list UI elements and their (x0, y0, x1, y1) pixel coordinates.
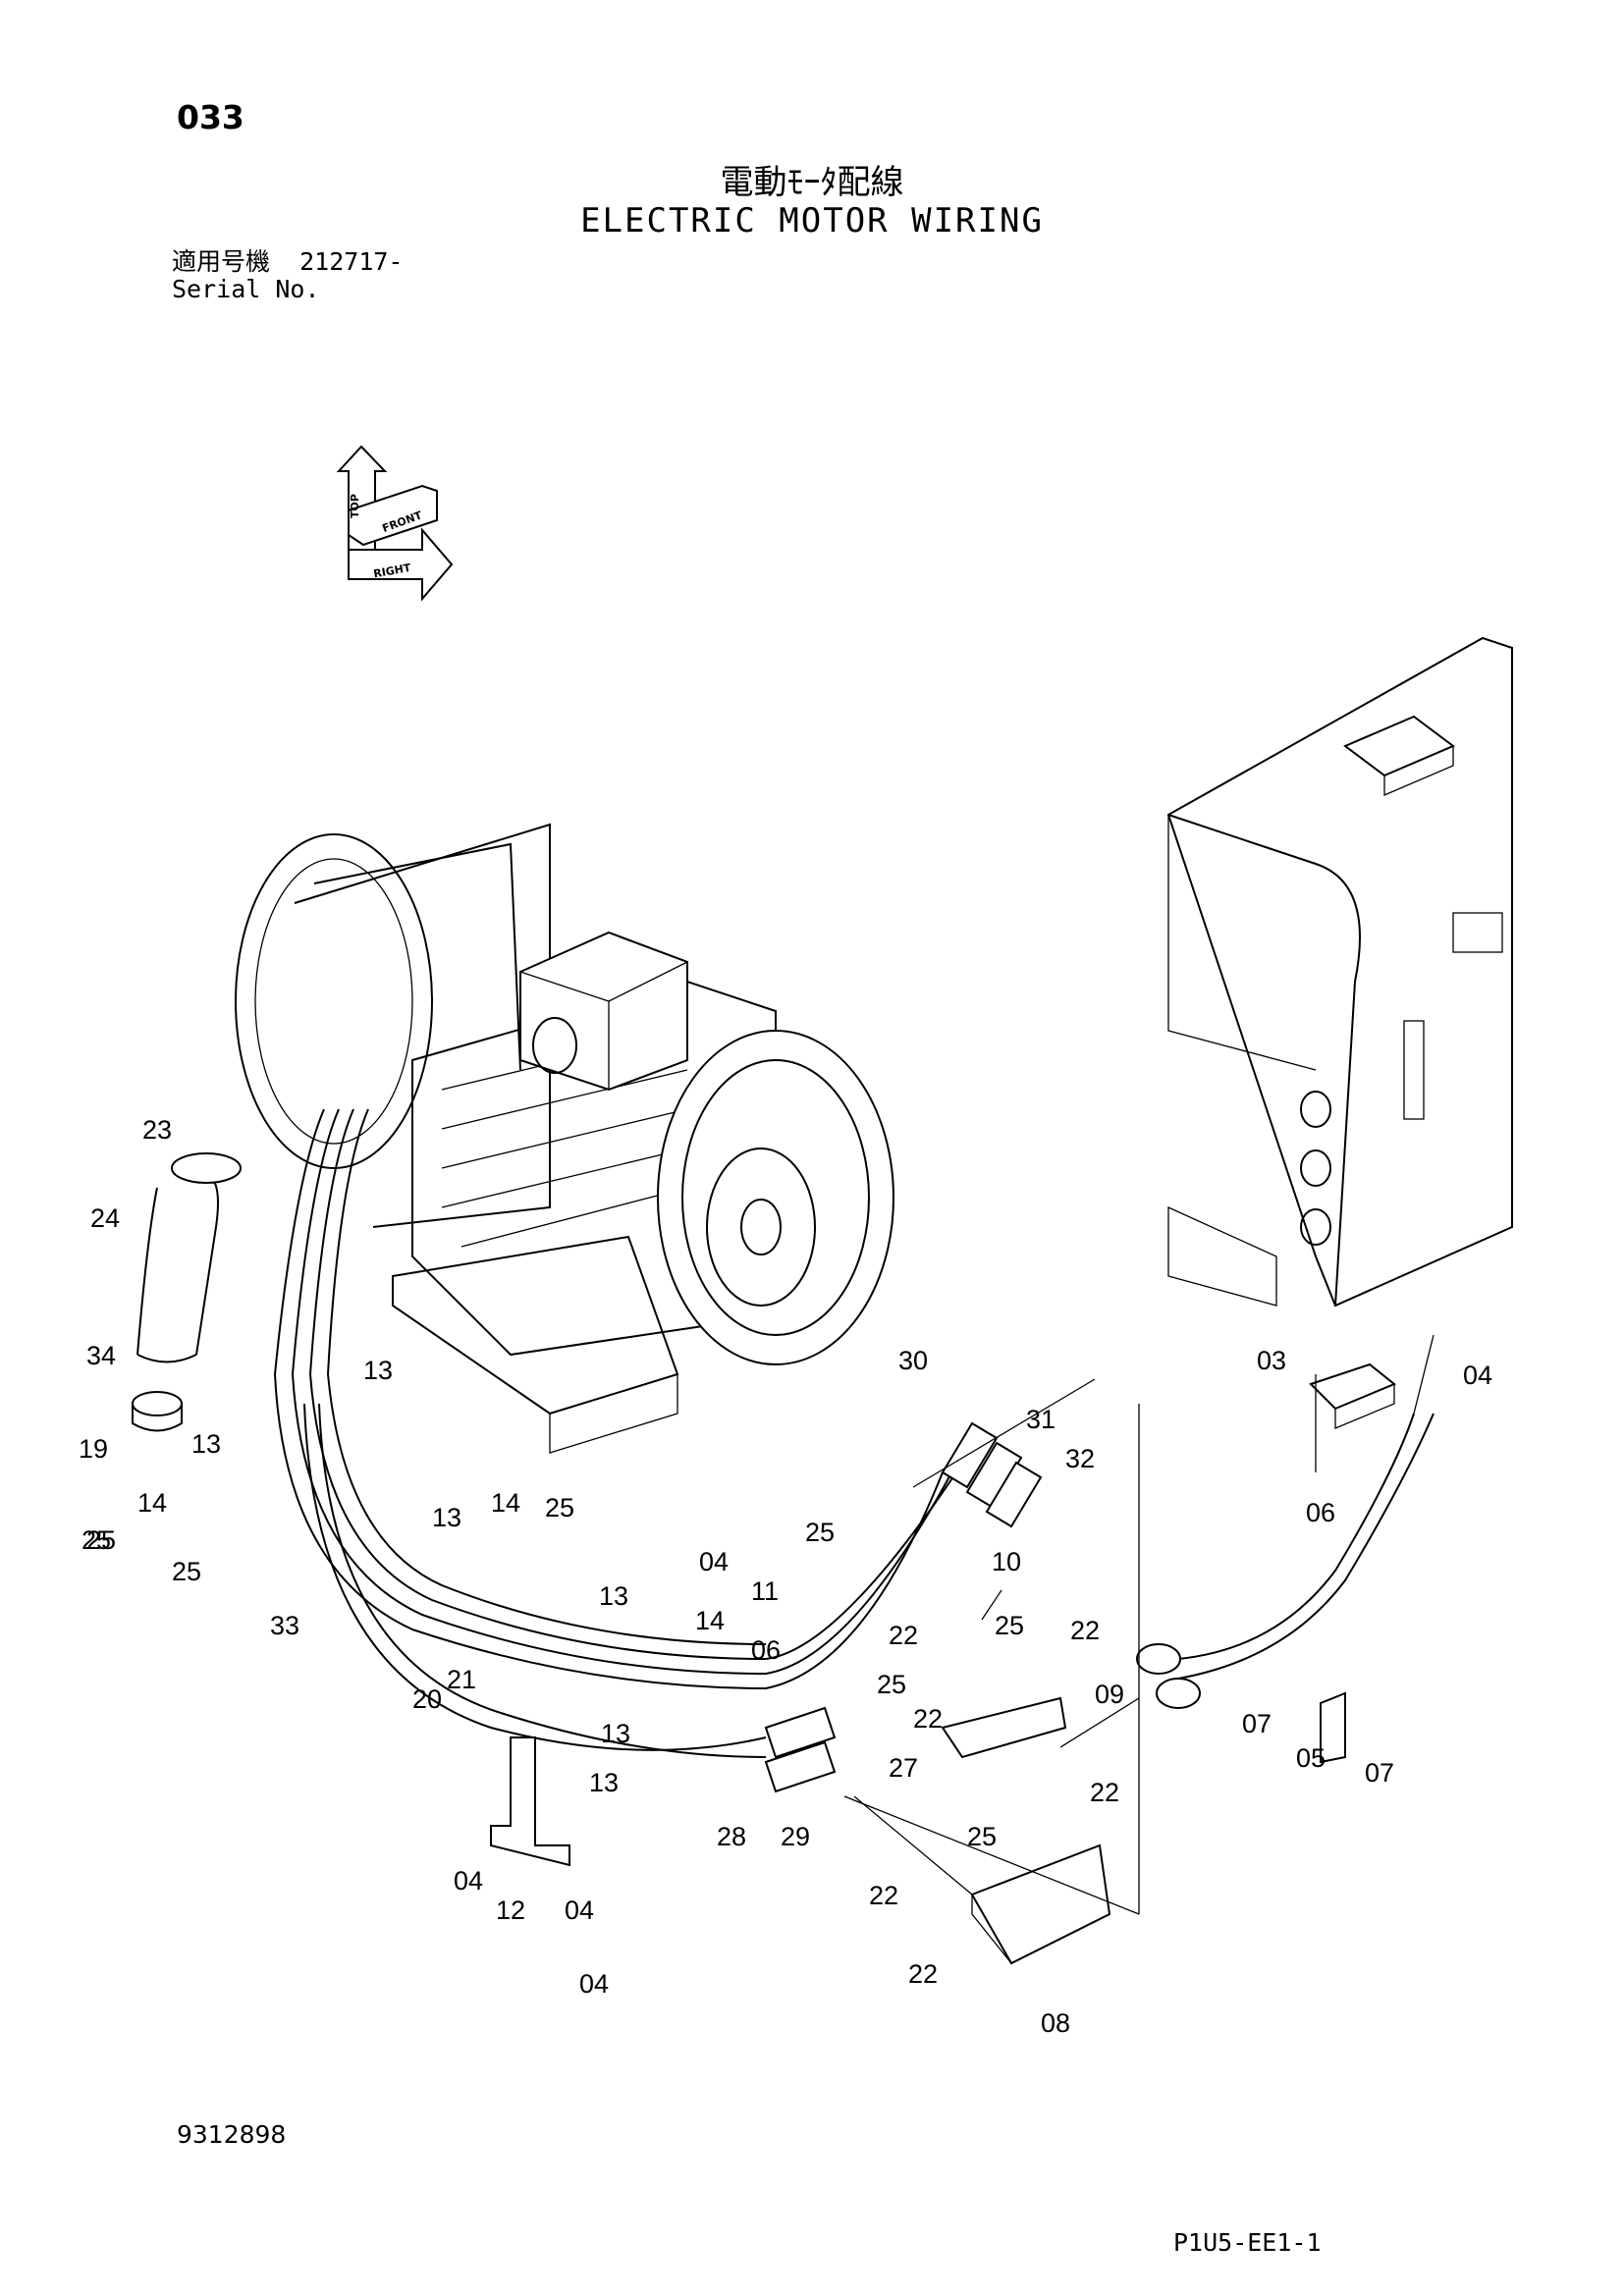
callout-28: 28 (717, 1822, 746, 1851)
callout-25: 25 (995, 1611, 1024, 1640)
callout-13: 13 (589, 1768, 619, 1797)
callout-04: 04 (579, 1969, 609, 1999)
callout-08: 08 (1041, 2008, 1070, 2038)
callout-25: 25 (545, 1493, 574, 1522)
callout-06: 06 (751, 1635, 781, 1665)
callout-30: 30 (898, 1346, 928, 1375)
callout-22: 22 (889, 1621, 918, 1650)
callout-22: 22 (1090, 1778, 1119, 1807)
callout-32: 32 (1065, 1444, 1095, 1473)
document-number: 9312898 (177, 2120, 287, 2149)
callout-04: 04 (565, 1896, 594, 1925)
callout-13: 13 (599, 1581, 628, 1611)
serial-label-en: Serial No. (172, 275, 320, 303)
callout-33: 33 (270, 1611, 299, 1640)
serial-block: 適用号機 212717- Serial No. (172, 248, 403, 303)
wire-harness (273, 1108, 1435, 1793)
callout-23: 23 (142, 1115, 172, 1145)
callout-25: 25 (805, 1518, 835, 1547)
control-cabinet (1166, 636, 1513, 1308)
callout-04: 04 (454, 1866, 483, 1896)
callout-09: 09 (1095, 1680, 1124, 1709)
callout-14: 14 (137, 1488, 167, 1518)
reference-code: P1U5-EE1-1 (1173, 2228, 1322, 2257)
title-english: ELECTRIC MOTOR WIRING (580, 201, 1044, 240)
bracket-05 (1320, 1691, 1346, 1764)
bracket-12 (490, 1736, 570, 1867)
callout-11: 11 (751, 1576, 779, 1606)
callout-05: 05 (1296, 1743, 1326, 1773)
callout-21: 21 (447, 1665, 476, 1694)
orientation-top: TOP (349, 494, 361, 518)
callout-19: 19 (79, 1434, 108, 1464)
drain-hose (132, 1152, 242, 1432)
callout-22: 22 (908, 1959, 938, 1989)
callout-22: 22 (913, 1704, 943, 1734)
callout-04: 04 (699, 1547, 729, 1576)
callout-13: 13 (191, 1429, 221, 1459)
callout-10: 10 (992, 1547, 1021, 1576)
leader-lines (843, 1334, 1435, 1915)
page-number: 033 (177, 98, 244, 136)
callout-22: 22 (869, 1881, 898, 1910)
serial-value: 212717- (299, 247, 404, 276)
callout-03: 03 (1257, 1346, 1286, 1375)
callout-labels: 03 04 04 04 04 04 05 06 06 07 07 08 09 10 11 12 13 13 13 13… (79, 1115, 1492, 2038)
callout-07: 07 (1365, 1758, 1394, 1788)
callout-07: 07 (1242, 1709, 1272, 1738)
bracket-03 (1309, 1362, 1396, 1429)
callout-24: 24 (90, 1203, 120, 1233)
callout-25: 25 (86, 1525, 116, 1555)
callout-25: 25 (877, 1670, 906, 1699)
callout-14: 14 (695, 1606, 725, 1635)
bracket-09 (941, 1696, 1067, 1759)
callout-20: 20 (412, 1684, 442, 1714)
callout-13: 13 (432, 1503, 461, 1532)
bracket-08 (970, 1843, 1111, 1965)
orientation-indicator: TOP FRONT RIGHT (336, 445, 454, 602)
callout-13: 13 (601, 1719, 630, 1748)
title-japanese: 電動ﾓｰﾀ配線 (720, 163, 904, 202)
callout-04: 04 (1463, 1361, 1492, 1390)
callout-25: 25 (81, 1525, 111, 1555)
callout-25: 25 (172, 1557, 201, 1586)
callout-27: 27 (889, 1753, 918, 1783)
callout-31: 31 (1026, 1405, 1056, 1434)
callout-06: 06 (1306, 1498, 1335, 1527)
callout-34: 34 (86, 1341, 116, 1370)
callout-29: 29 (781, 1822, 810, 1851)
callout-25: 25 (967, 1822, 997, 1851)
callout-12: 12 (496, 1896, 525, 1925)
electric-motor (235, 823, 894, 1454)
callout-13: 13 (363, 1356, 393, 1385)
callout-14: 14 (491, 1488, 520, 1518)
serial-label-jp: 適用号機 (172, 247, 271, 276)
callout-22: 22 (1070, 1616, 1100, 1645)
